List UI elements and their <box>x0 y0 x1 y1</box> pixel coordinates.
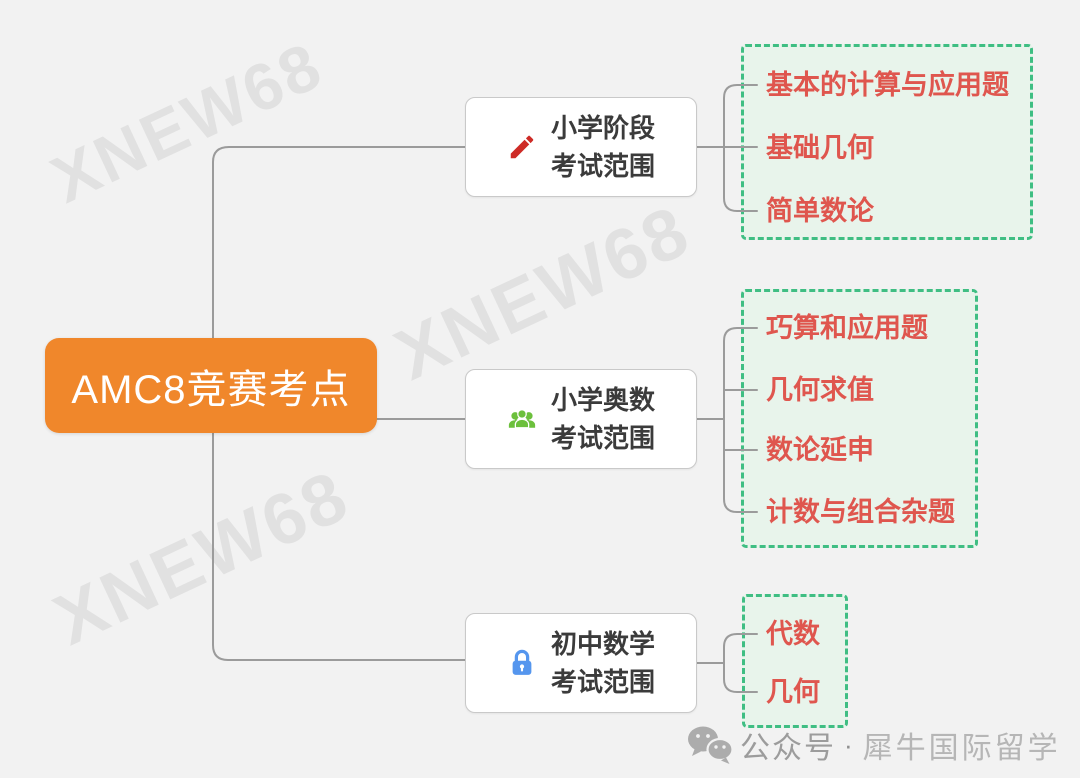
leaf-item: 巧算和应用题 <box>766 313 928 343</box>
branch-label: 初中数学 考试范围 <box>551 625 655 701</box>
topic-group-elementary <box>741 44 1033 240</box>
wechat-platform-label: 公众号 <box>740 732 836 765</box>
footer-separator: · <box>844 729 853 760</box>
watermark: XNEW68 <box>383 190 703 396</box>
branch-node-middle-school: 初中数学 考试范围 <box>465 613 697 713</box>
users-icon <box>508 409 536 429</box>
branch-label-line1: 小学奥数 <box>550 385 655 415</box>
watermark: XNEW68 <box>42 455 362 661</box>
branch-label-line2: 考试范围 <box>550 423 655 453</box>
branch-label: 小学奥数 考试范围 <box>551 381 655 457</box>
watermark: XNEW68 <box>40 27 334 217</box>
lock-icon <box>512 649 532 675</box>
branch-label: 小学阶段 考试范围 <box>551 109 655 185</box>
root-node: AMC8竞赛考点 <box>45 338 377 433</box>
pencil-icon <box>510 135 534 159</box>
topic-group-olympiad <box>741 289 978 548</box>
leaf-item: 基础几何 <box>766 133 874 163</box>
footer-watermark: 公众号 · 犀牛国际留学 <box>686 724 1061 766</box>
leaf-item: 简单数论 <box>766 196 874 226</box>
branch-label-line2: 考试范围 <box>550 151 655 181</box>
leaf-item: 计数与组合杂题 <box>766 497 955 527</box>
branch-label-line1: 初中数学 <box>550 629 655 659</box>
branch-node-olympiad: 小学奥数 考试范围 <box>465 369 697 469</box>
leaf-item: 几何求值 <box>766 375 874 405</box>
branch-label-line1: 小学阶段 <box>550 113 655 143</box>
leaf-item: 代数 <box>766 619 820 649</box>
leaf-item: 几何 <box>766 677 820 707</box>
branch-label-line2: 考试范围 <box>550 667 655 697</box>
leaf-item: 数论延申 <box>766 435 874 465</box>
wechat-icon <box>688 726 734 764</box>
wechat-account-name: 犀牛国际留学 <box>862 732 1061 765</box>
branch-node-elementary: 小学阶段 考试范围 <box>465 97 697 197</box>
leaf-item: 基本的计算与应用题 <box>766 70 1009 100</box>
